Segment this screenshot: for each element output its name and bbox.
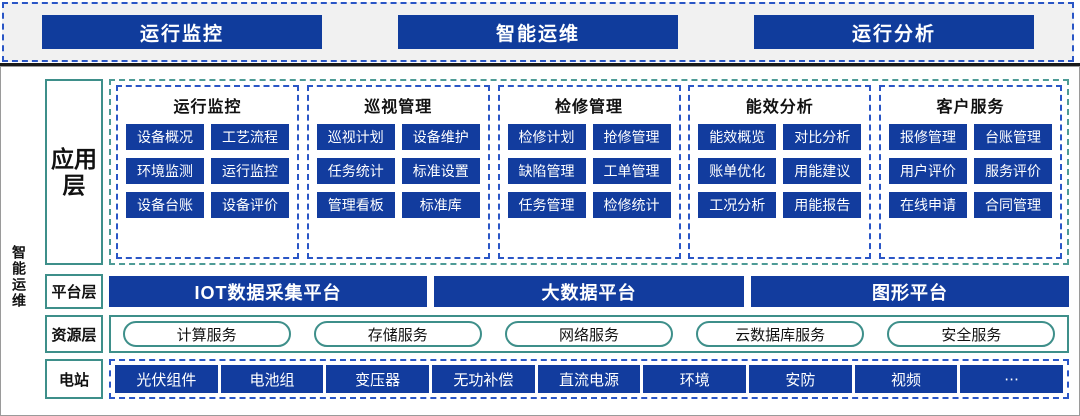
station-item-battery[interactable]: 电池组 <box>220 365 324 393</box>
app-module[interactable]: 服务评价 <box>974 158 1052 184</box>
application-layer: 运行监控 设备概况 工艺流程 环境监测 运行监控 设备台账 设备评价 巡视管理 … <box>109 79 1069 265</box>
header-divider <box>0 63 1080 66</box>
app-module[interactable]: 管理看板 <box>316 192 395 218</box>
app-module[interactable]: 能效概览 <box>698 124 777 150</box>
app-module[interactable]: 检修计划 <box>507 124 586 150</box>
station-item-dc-power[interactable]: 直流电源 <box>537 365 641 393</box>
station-item-pv-module[interactable]: 光伏组件 <box>115 365 218 393</box>
app-group-5: 客户服务 报修管理 台账管理 用户评价 服务评价 在线申请 合同管理 <box>879 85 1062 259</box>
app-module[interactable]: 台账管理 <box>974 124 1052 150</box>
app-group-3: 检修管理 检修计划 抢修管理 缺陷管理 工单管理 任务管理 检修统计 <box>497 85 681 259</box>
app-module[interactable]: 设备概况 <box>126 124 204 150</box>
app-group-title: 运行监控 <box>173 99 242 116</box>
station-item-more[interactable]: ⋯ <box>960 365 1064 393</box>
platform-item-graphics[interactable]: 图形平台 <box>751 276 1069 307</box>
app-module[interactable]: 巡视计划 <box>316 124 395 150</box>
app-module[interactable]: 缺陷管理 <box>507 158 586 184</box>
platform-layer: IOT数据采集平台 大数据平台 图形平台 <box>109 274 1069 309</box>
layer-label-application: 应用 层 <box>45 79 103 265</box>
app-module-grid: 报修管理 台账管理 用户评价 服务评价 在线申请 合同管理 <box>889 124 1052 218</box>
app-module-grid: 能效概览 对比分析 账单优化 用能建议 工况分析 用能报告 <box>698 124 862 218</box>
station-item-video[interactable]: 视频 <box>854 365 958 393</box>
layer-label-station: 电站 <box>45 359 103 399</box>
resource-item-compute[interactable]: 计算服务 <box>122 321 291 347</box>
app-module[interactable]: 账单优化 <box>698 158 777 184</box>
resource-layer: 计算服务 存储服务 网络服务 云数据库服务 安全服务 <box>109 315 1069 353</box>
app-module[interactable]: 标准库 <box>401 192 480 218</box>
app-group-4: 能效分析 能效概览 对比分析 账单优化 用能建议 工况分析 用能报告 <box>688 85 872 259</box>
app-group-title: 巡视管理 <box>364 99 433 116</box>
app-module[interactable]: 抢修管理 <box>592 124 671 150</box>
app-module[interactable]: 任务统计 <box>316 158 395 184</box>
app-module[interactable]: 运行监控 <box>211 158 289 184</box>
platform-item-iot[interactable]: IOT数据采集平台 <box>109 276 427 307</box>
app-module-grid: 设备概况 工艺流程 环境监测 运行监控 设备台账 设备评价 <box>126 124 289 218</box>
app-module[interactable]: 环境监测 <box>126 158 204 184</box>
app-group-title: 检修管理 <box>554 99 623 116</box>
app-module[interactable]: 工况分析 <box>698 192 777 218</box>
app-module[interactable]: 工艺流程 <box>211 124 289 150</box>
app-module-grid: 检修计划 抢修管理 缺陷管理 工单管理 任务管理 检修统计 <box>507 124 671 218</box>
station-item-transformer[interactable]: 变压器 <box>326 365 430 393</box>
resource-item-security[interactable]: 安全服务 <box>887 321 1056 347</box>
app-module[interactable]: 对比分析 <box>783 124 862 150</box>
side-caption: 智能运维 <box>5 217 33 337</box>
app-module[interactable]: 用户评价 <box>889 158 967 184</box>
app-group-title: 能效分析 <box>745 99 814 116</box>
app-module-grid: 巡视计划 设备维护 任务统计 标准设置 管理看板 标准库 <box>316 124 480 218</box>
top-nav-button-1[interactable]: 运行监控 <box>42 15 322 49</box>
top-nav-button-3[interactable]: 运行分析 <box>754 15 1034 49</box>
app-module[interactable]: 设备评价 <box>211 192 289 218</box>
app-group-2: 巡视管理 巡视计划 设备维护 任务统计 标准设置 管理看板 标准库 <box>306 85 490 259</box>
layer-label-resource: 资源层 <box>45 315 103 353</box>
app-module[interactable]: 标准设置 <box>401 158 480 184</box>
station-layer: 光伏组件 电池组 变压器 无功补偿 直流电源 环境 安防 视频 ⋯ <box>109 359 1069 399</box>
app-module[interactable]: 合同管理 <box>974 192 1052 218</box>
resource-item-network[interactable]: 网络服务 <box>504 321 673 347</box>
layer-stack-frame: 智能运维 应用 层 平台层 资源层 电站 运行监控 设备概况 工艺流程 环境监测… <box>0 66 1080 416</box>
app-module[interactable]: 用能建议 <box>783 158 862 184</box>
app-module[interactable]: 在线申请 <box>889 192 967 218</box>
app-module[interactable]: 检修统计 <box>592 192 671 218</box>
app-group-1: 运行监控 设备概况 工艺流程 环境监测 运行监控 设备台账 设备评价 <box>116 85 299 259</box>
app-module[interactable]: 设备维护 <box>401 124 480 150</box>
app-module[interactable]: 设备台账 <box>126 192 204 218</box>
side-caption-label: 智能运维 <box>11 245 27 309</box>
top-nav-bar: 运行监控 智能运维 运行分析 <box>2 2 1074 62</box>
app-module[interactable]: 报修管理 <box>889 124 967 150</box>
layer-label-application-line2: 层 <box>62 172 86 198</box>
layer-label-platform: 平台层 <box>45 274 103 309</box>
app-module[interactable]: 任务管理 <box>507 192 586 218</box>
app-module[interactable]: 工单管理 <box>592 158 671 184</box>
platform-item-bigdata[interactable]: 大数据平台 <box>434 276 744 307</box>
app-module[interactable]: 用能报告 <box>783 192 862 218</box>
station-item-reactive-compensation[interactable]: 无功补偿 <box>432 365 535 393</box>
resource-item-storage[interactable]: 存储服务 <box>313 321 482 347</box>
station-item-environment[interactable]: 环境 <box>643 365 747 393</box>
resource-item-clouddb[interactable]: 云数据库服务 <box>696 321 865 347</box>
station-item-security[interactable]: 安防 <box>749 365 852 393</box>
top-nav-button-2[interactable]: 智能运维 <box>398 15 678 49</box>
app-group-title: 客户服务 <box>936 99 1005 116</box>
layer-label-application-line1: 应用 <box>51 145 97 172</box>
